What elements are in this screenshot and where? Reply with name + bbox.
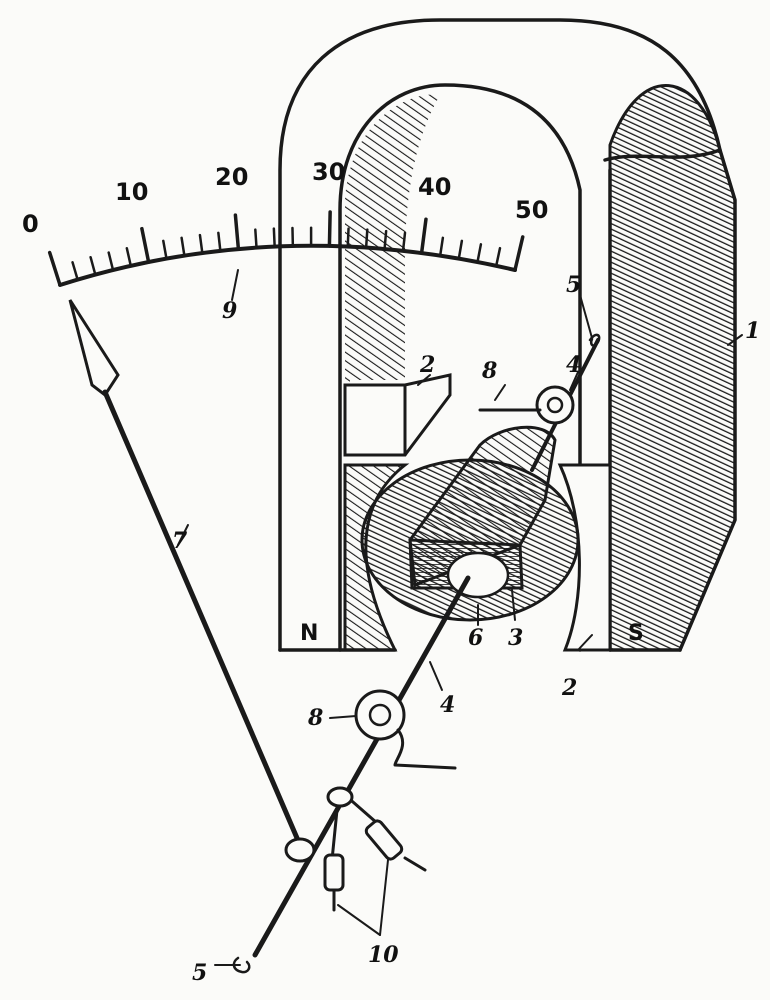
callout-spring-bottom: 5 (192, 960, 207, 986)
callout-counterweights: 10 (368, 942, 399, 968)
scale (47, 210, 525, 287)
pointer-arrow (68, 299, 120, 398)
pointer-shaft (102, 389, 303, 848)
scale-minor-tick (107, 251, 115, 272)
callout-axle-top: 4 (566, 352, 581, 378)
callout-pointer: 7 (172, 528, 188, 554)
magnet-inner-face (345, 94, 440, 455)
callout-labels: 1 2 2 3 4 4 5 5 6 7 8 8 9 10 (172, 272, 760, 986)
scale-number-40: 40 (418, 173, 451, 201)
pole-south-label: S (628, 621, 644, 646)
callout-pole-piece-top: 2 (419, 352, 435, 378)
magnet-right-leg-outer (603, 148, 737, 652)
callout-core: 6 (468, 625, 483, 651)
callout-magnet: 1 (745, 318, 760, 344)
bearing-top (535, 385, 575, 425)
scale-number-0: 0 (22, 210, 39, 238)
core-end (446, 551, 510, 599)
pointer-assembly (68, 299, 427, 912)
scale-numbers: 0 10 20 30 40 50 (22, 158, 548, 238)
scale-number-30: 30 (312, 158, 345, 186)
scale-minor-tick (401, 231, 407, 253)
scale-minor-tick (71, 261, 79, 281)
pointer-hub (284, 837, 316, 863)
scale-minor-tick (198, 233, 204, 255)
bearing-bottom-hole (368, 703, 392, 727)
moving-coil-assembly (360, 425, 580, 622)
scale-minor-tick (383, 229, 388, 251)
scale-minor-tick (457, 239, 464, 260)
callout-coil: 3 (508, 625, 523, 651)
counterweight-right (364, 819, 404, 861)
pole-north-label: N (300, 621, 318, 646)
scale-minor-tick (494, 246, 502, 268)
pole-piece-right (557, 463, 612, 652)
callout-bearing-bottom: 8 (307, 705, 323, 731)
scale-major-tick (327, 210, 332, 248)
counterweight-right-tail (403, 856, 427, 872)
scale-minor-tick (346, 227, 350, 248)
magnet-inner-arch (338, 83, 582, 652)
pole-pieces (343, 373, 612, 652)
scale-minor-tick (89, 255, 97, 276)
callout-scale: 9 (222, 298, 237, 324)
spring-top (588, 333, 601, 347)
callout-spring-top: 5 (566, 272, 581, 298)
scale-number-50: 50 (515, 196, 548, 224)
scale-major-tick (419, 217, 428, 255)
callout-bearing-top: 8 (481, 358, 497, 384)
scale-number-10: 10 (115, 178, 148, 206)
pole-piece-top (343, 373, 452, 457)
bearing-top-hole (546, 396, 564, 414)
scale-minor-tick (272, 227, 276, 248)
axle-system (232, 333, 601, 974)
scale-minor-tick (162, 239, 168, 260)
counterweight-arm-left (330, 798, 340, 862)
scale-minor-tick (125, 246, 133, 268)
scale-minor-tick (364, 228, 369, 249)
scale-arc (58, 243, 517, 287)
callout-pole-piece-bottom: 2 (561, 675, 577, 701)
axle-collar (326, 786, 354, 808)
scale-minor-tick (217, 231, 222, 253)
scale-minor-tick (254, 228, 258, 249)
axle-lower (252, 575, 471, 958)
scale-major-tick (513, 235, 525, 272)
bearing-bottom-bracket (393, 728, 457, 770)
scale-minor-tick (476, 243, 483, 264)
scale-minor-tick (180, 236, 186, 257)
scale-major-tick (47, 250, 62, 287)
spring-bottom (232, 956, 251, 974)
horseshoe-magnet (278, 18, 737, 652)
scale-number-20: 20 (215, 163, 248, 191)
callout-axle-bottom: 4 (440, 692, 455, 718)
counterweight-left (323, 853, 345, 892)
magnet-front-outline (278, 18, 722, 652)
scale-minor-tick (438, 236, 445, 257)
scale-major-tick (140, 226, 151, 264)
callout-leaders (177, 269, 743, 966)
bearing-bottom (354, 689, 406, 741)
scale-major-tick (233, 213, 241, 251)
